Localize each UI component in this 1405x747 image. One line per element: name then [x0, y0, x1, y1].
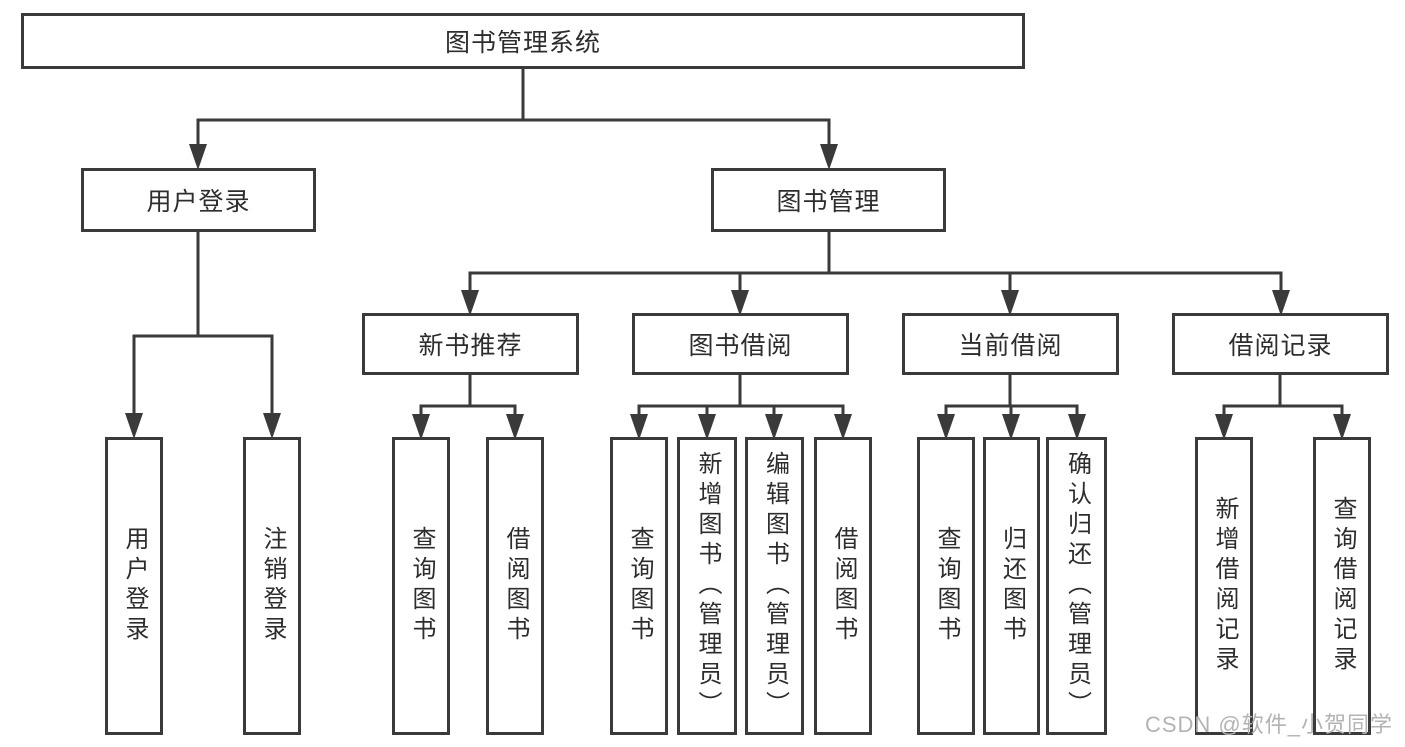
node-label: 确认归还（管理员） — [1063, 451, 1091, 721]
arrowhead-icon — [1272, 290, 1290, 316]
node-label: 借阅图书 — [502, 526, 529, 646]
node-label: 查询借阅记录 — [1329, 496, 1356, 676]
node-leaf-query-books-1: 查询图书 — [392, 437, 450, 735]
node-label: 图书管理系统 — [444, 29, 601, 57]
node-leaf-edit-books-admin: 编辑图书（管理员） — [745, 437, 804, 735]
node-book-management: 图书管理 — [711, 168, 946, 232]
connector-new-book-children — [412, 375, 524, 440]
node-label: 用户登录 — [146, 188, 251, 216]
arrowhead-icon — [461, 290, 479, 316]
node-label: 新书推荐 — [418, 332, 523, 360]
arrowhead-icon — [834, 414, 852, 440]
node-leaf-query-borrow-record: 查询借阅记录 — [1313, 437, 1371, 735]
node-label: 注销登录 — [259, 526, 286, 646]
node-book-borrow: 图书借阅 — [632, 313, 849, 375]
arrowhead-icon — [263, 413, 281, 439]
node-new-book-recommend: 新书推荐 — [362, 313, 579, 375]
arrowhead-icon — [698, 414, 716, 440]
connector-root-to-level1 — [189, 69, 838, 170]
node-leaf-borrow-books-1: 借阅图书 — [486, 437, 544, 735]
node-user-login: 用户登录 — [81, 168, 316, 232]
arrowhead-icon — [1215, 414, 1233, 440]
arrowhead-icon — [630, 414, 648, 440]
node-label: 查询图书 — [408, 526, 435, 646]
arrowhead-icon — [125, 413, 143, 439]
arrowhead-icon — [1068, 414, 1086, 440]
node-leaf-return-books: 归还图书 — [983, 437, 1040, 735]
arrowhead-icon — [1002, 414, 1020, 440]
connector-book-borrow-children — [630, 375, 852, 440]
node-label: 归还图书 — [998, 526, 1026, 646]
node-label: 查询图书 — [933, 526, 960, 646]
node-label: 图书借阅 — [688, 332, 793, 360]
node-label: 图书管理 — [776, 188, 881, 216]
arrowhead-icon — [1001, 290, 1019, 316]
node-label: 新增图书（管理员） — [694, 451, 721, 721]
watermark: CSDN @软件_小贺同学 — [1144, 712, 1393, 737]
node-leaf-query-books-3: 查询图书 — [917, 437, 975, 735]
node-label: 新增借阅记录 — [1211, 496, 1238, 676]
node-label: 查询图书 — [626, 526, 653, 646]
node-leaf-query-books-2: 查询图书 — [610, 437, 668, 735]
node-leaf-logout: 注销登录 — [243, 437, 301, 735]
node-root: 图书管理系统 — [21, 13, 1025, 69]
arrowhead-icon — [506, 414, 524, 440]
node-leaf-add-borrow-record: 新增借阅记录 — [1195, 437, 1253, 735]
arrowhead-icon — [1333, 414, 1351, 440]
arrowhead-icon — [189, 144, 207, 170]
node-leaf-confirm-return-admin: 确认归还（管理员） — [1046, 437, 1107, 735]
arrowhead-icon — [937, 414, 955, 440]
node-borrow-records: 借阅记录 — [1172, 313, 1389, 375]
node-label: 用户登录 — [121, 526, 148, 646]
connector-book-management-children — [461, 232, 1290, 316]
arrowhead-icon — [765, 414, 783, 440]
connector-borrow-records-children — [1215, 375, 1351, 440]
connector-current-borrow-children — [937, 375, 1086, 440]
arrowhead-icon — [731, 290, 749, 316]
node-label: 借阅记录 — [1228, 332, 1333, 360]
node-label: 编辑图书（管理员） — [761, 451, 789, 721]
node-current-borrow: 当前借阅 — [902, 313, 1119, 375]
node-leaf-add-books-admin: 新增图书（管理员） — [677, 437, 737, 735]
node-leaf-user-login: 用户登录 — [105, 437, 163, 735]
connector-user-login-children — [125, 232, 281, 439]
node-label: 借阅图书 — [830, 526, 857, 646]
node-leaf-borrow-books-2: 借阅图书 — [814, 437, 872, 735]
arrowhead-icon — [412, 414, 430, 440]
node-label: 当前借阅 — [958, 332, 1063, 360]
arrowhead-icon — [820, 144, 838, 170]
